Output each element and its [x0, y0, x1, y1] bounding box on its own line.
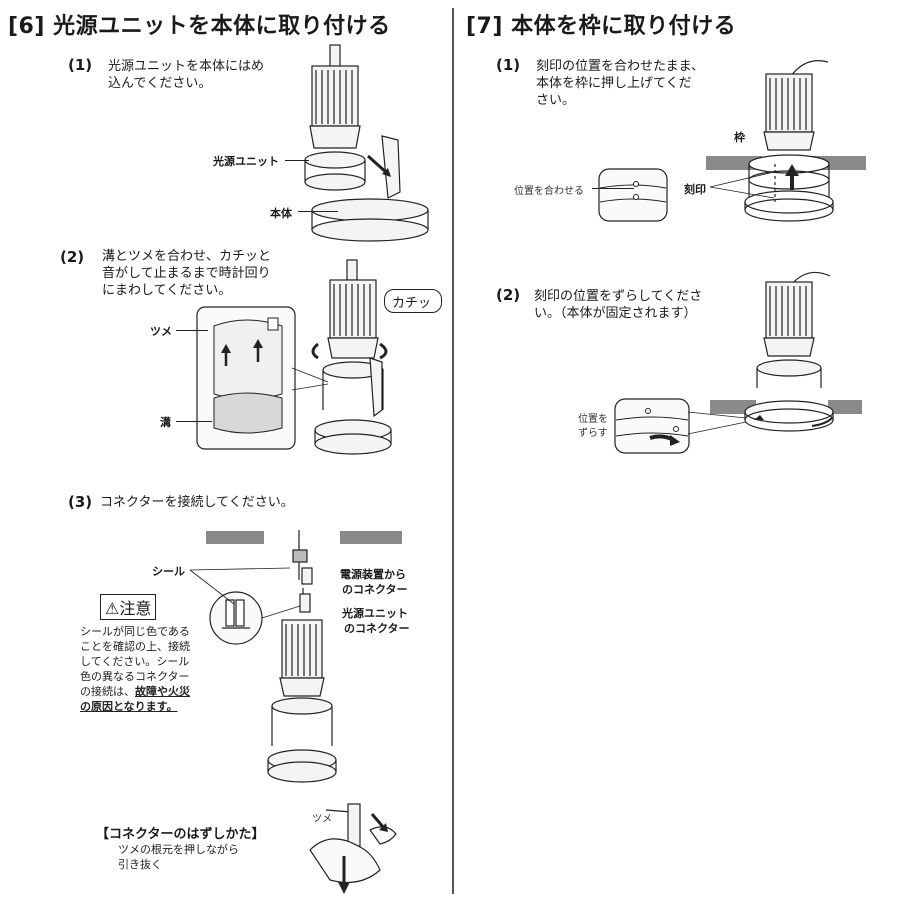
ceiling-left: [710, 400, 756, 414]
align-detail-illustration: [598, 168, 668, 222]
leader-line: [176, 330, 208, 331]
caution-text-line2: ことを確認の上、接続: [80, 640, 190, 653]
step7-2-number: (2): [496, 286, 521, 304]
label-shift-position-line2: ずらす: [578, 428, 608, 439]
label-tab: ツメ: [150, 325, 172, 338]
shift-detail-illustration: [614, 398, 690, 454]
label-seal: シール: [152, 565, 185, 578]
shift-connector-lines: [687, 411, 747, 435]
removal-text-line2: 引き抜く: [118, 858, 162, 871]
step6-3-illustration: [209, 530, 337, 783]
label-unit-connector-line1: 光源ユニット: [342, 607, 408, 620]
step7-2-text-line2: い。（本体が固定されます）: [534, 306, 697, 321]
step6-1-text-line2: 込んでください。: [108, 76, 212, 91]
label-light-unit: 光源ユニット: [213, 155, 279, 168]
leader-line: [176, 421, 212, 422]
section7-title: [7] 本体を枠に取り付ける: [466, 14, 737, 39]
mark-leader-lines: [709, 171, 775, 199]
ceiling-right: [340, 531, 402, 544]
step6-2-text-line2: 音がして止まるまで時計回り: [102, 266, 271, 281]
caution-warning-emphasis: 故障や火災: [135, 685, 190, 698]
caution-text-line6: の原因となります。: [80, 700, 178, 713]
step6-3-number: (3): [68, 493, 93, 511]
label-align-position: 位置を合わせる: [514, 186, 584, 197]
label-power-connector-line1: 電源装置から: [340, 568, 406, 581]
step6-2-number: (2): [60, 248, 85, 266]
ceiling-right: [828, 400, 862, 414]
step7-1-illustration: [744, 60, 834, 222]
label-mark: 刻印: [684, 183, 706, 196]
removal-label-tab: ツメ: [312, 814, 332, 825]
click-callout: [384, 289, 442, 313]
step6-1-text-line1: 光源ユニットを本体にはめ: [108, 59, 265, 74]
seal-leader-lines: [189, 567, 291, 605]
caution-text-line1: シールが同じ色である: [80, 625, 190, 638]
removal-illustration: [309, 803, 397, 894]
removal-title: 【コネクターのはずしかた】: [96, 827, 265, 842]
zoom-connector-lines: [291, 367, 329, 391]
caution-text-line5a: の接続は、: [80, 685, 135, 698]
caution-text-line5: の接続は、故障や火災: [80, 684, 190, 699]
step7-2-illustration: [744, 271, 834, 432]
caution-text-line3: してください。シール: [80, 655, 190, 668]
label-unit-connector-line2: のコネクター: [344, 622, 410, 635]
leader-line: [592, 188, 634, 189]
caution-text-line4: 色の異なるコネクター: [80, 670, 190, 683]
caution-title: ⚠注意: [100, 594, 157, 620]
step7-1-text-line3: さい。: [536, 93, 576, 108]
click-callout-text: カチッ: [392, 296, 432, 311]
label-frame: 枠: [734, 131, 745, 144]
step6-2-text-line3: にまわしてください。: [102, 283, 232, 298]
leader-line: [285, 160, 309, 161]
ceiling-left: [706, 156, 762, 170]
step6-2-detail-illustration: [196, 306, 296, 450]
leader-line: [298, 211, 338, 212]
removal-text-line1: ツメの根元を押しながら: [118, 843, 239, 856]
step7-2-text-line1: 刻印の位置をずらしてくださ: [534, 289, 703, 304]
step7-1-text-line1: 刻印の位置を合わせたまま、: [536, 59, 705, 74]
ceiling-left: [206, 531, 264, 544]
section6-title: [6] 光源ユニットを本体に取り付ける: [8, 14, 391, 39]
step6-3-text: コネクターを接続してください。: [100, 495, 294, 510]
label-groove: 溝: [160, 416, 171, 429]
step6-2-main-illustration: [311, 259, 392, 455]
step6-1-illustration: [304, 44, 429, 242]
step6-1-number: (1): [68, 56, 93, 74]
step7-1-number: (1): [496, 56, 521, 74]
label-body: 本体: [270, 207, 292, 220]
column-divider: [452, 8, 454, 894]
label-power-connector-line2: のコネクター: [342, 583, 408, 596]
step7-1-text-line2: 本体を枠に押し上げてくだ: [536, 76, 692, 91]
step6-2-text-line1: 溝とツメを合わせ、カチッと: [102, 249, 272, 264]
label-shift-position-line1: 位置を: [578, 414, 608, 425]
